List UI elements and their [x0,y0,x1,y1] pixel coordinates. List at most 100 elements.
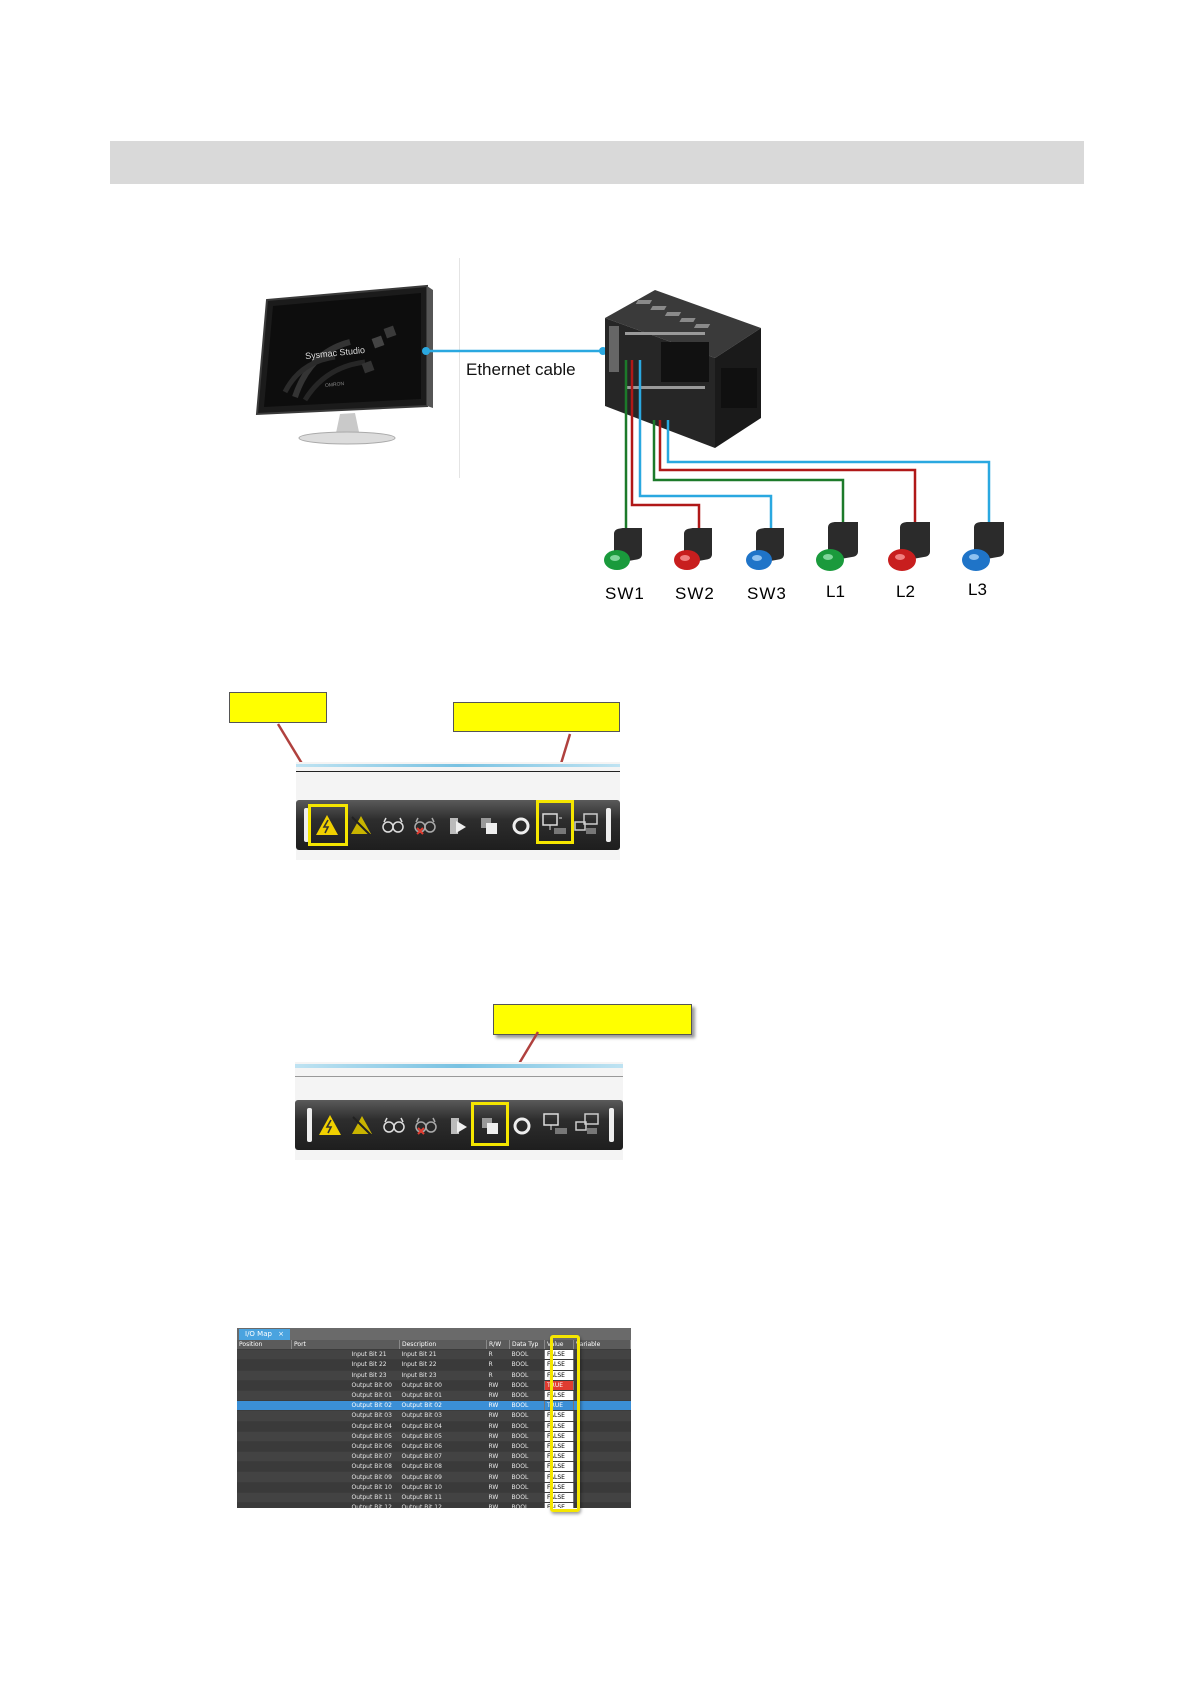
variable-cell[interactable] [573,1451,631,1463]
toolbar-screenshot-1 [296,762,620,860]
rw-cell: RW [486,1380,510,1391]
watch-icon[interactable] [381,1112,407,1138]
port-cell: Output Bit 05 [291,1431,400,1442]
online-icon[interactable] [314,812,340,838]
position-cell [237,1492,292,1504]
watch-icon[interactable] [380,812,406,838]
ethernet-cable-label: Ethernet cable [466,360,576,379]
datatype-cell: BOOL [509,1349,545,1361]
datatype-cell: BOOL [509,1471,545,1483]
transfer-to-icon[interactable] [444,812,470,838]
variable-cell[interactable] [573,1390,631,1402]
col-port[interactable]: Port [291,1340,400,1351]
col-datatype[interactable]: Data Typ [509,1340,545,1351]
watch-stop-icon[interactable] [412,812,438,838]
offline-icon[interactable] [349,1112,375,1138]
position-cell [237,1380,292,1391]
variable-cell[interactable] [573,1380,631,1391]
variable-cell[interactable] [573,1370,631,1381]
datatype-cell: BOOL [509,1431,545,1442]
col-description[interactable]: Description [399,1340,487,1351]
variable-cell[interactable] [573,1461,631,1473]
description-cell: Output Bit 06 [399,1441,487,1453]
toolbar-screenshot-2 [295,1062,623,1160]
rw-cell: RW [486,1400,510,1412]
controller-mode-icon[interactable] [540,810,570,840]
col-position[interactable]: Position [237,1340,292,1351]
variable-cell[interactable] [573,1431,631,1442]
device-l3 [958,518,1010,574]
io-map-tab[interactable]: I/O Map × [239,1329,291,1340]
port-cell: Output Bit 01 [291,1390,400,1402]
variable-cell[interactable] [573,1471,631,1483]
variable-cell[interactable] [573,1359,631,1371]
col-rw[interactable]: R/W [486,1340,510,1351]
rw-cell: RW [486,1492,510,1504]
description-cell: Output Bit 05 [399,1431,487,1442]
datatype-cell: BOOL [509,1441,545,1453]
port-cell: Output Bit 06 [291,1441,400,1453]
online-icon[interactable] [317,1112,343,1138]
description-cell: Output Bit 11 [399,1492,487,1504]
simulator-icon[interactable] [572,810,602,840]
variable-cell[interactable] [573,1421,631,1432]
callout-online [229,692,327,723]
transfer-to-icon[interactable] [445,1112,471,1138]
synchronize-icon[interactable] [476,812,502,838]
callout-controller-mode [453,702,620,732]
reset-icon[interactable] [508,812,534,838]
position-cell [237,1471,292,1483]
position-cell [237,1349,292,1361]
port-cell: Output Bit 09 [291,1471,400,1483]
reset-icon[interactable] [509,1112,535,1138]
watch-stop-icon[interactable] [413,1112,439,1138]
datatype-cell: BOOL [509,1461,545,1473]
datatype-cell: BOOL [509,1380,545,1391]
device-label-l3: L3 [968,580,987,599]
variable-cell[interactable] [573,1400,631,1412]
port-cell: Input Bit 23 [291,1370,400,1381]
rw-cell: R [486,1359,510,1371]
close-icon[interactable]: × [278,1330,285,1338]
port-cell: Output Bit 11 [291,1492,400,1504]
controller-mode-icon[interactable] [541,1110,571,1140]
datatype-cell: BOOL [509,1370,545,1381]
offline-icon[interactable] [348,812,374,838]
col-variable[interactable]: Variable [573,1340,631,1351]
variable-cell[interactable] [573,1502,631,1508]
port-cell: Output Bit 12 [291,1502,400,1508]
rw-cell: RW [486,1451,510,1463]
value-cell[interactable]: FALSE [544,1501,574,1508]
io-map-tabbar: I/O Map × [237,1328,631,1340]
rw-cell: RW [486,1471,510,1483]
variable-cell[interactable] [573,1441,631,1453]
variable-cell[interactable] [573,1492,631,1504]
datatype-cell: BOOL [509,1502,545,1508]
wire-l1 [652,420,845,533]
datatype-cell: BOOL [509,1390,545,1402]
variable-cell[interactable] [573,1482,631,1493]
variable-cell[interactable] [573,1410,631,1422]
simulator-icon[interactable] [573,1110,603,1140]
synchronize-icon[interactable] [477,1112,503,1138]
wire-sw3 [638,360,773,533]
description-cell: Output Bit 07 [399,1451,487,1463]
port-cell: Input Bit 22 [291,1359,400,1371]
variable-cell[interactable] [573,1349,631,1361]
